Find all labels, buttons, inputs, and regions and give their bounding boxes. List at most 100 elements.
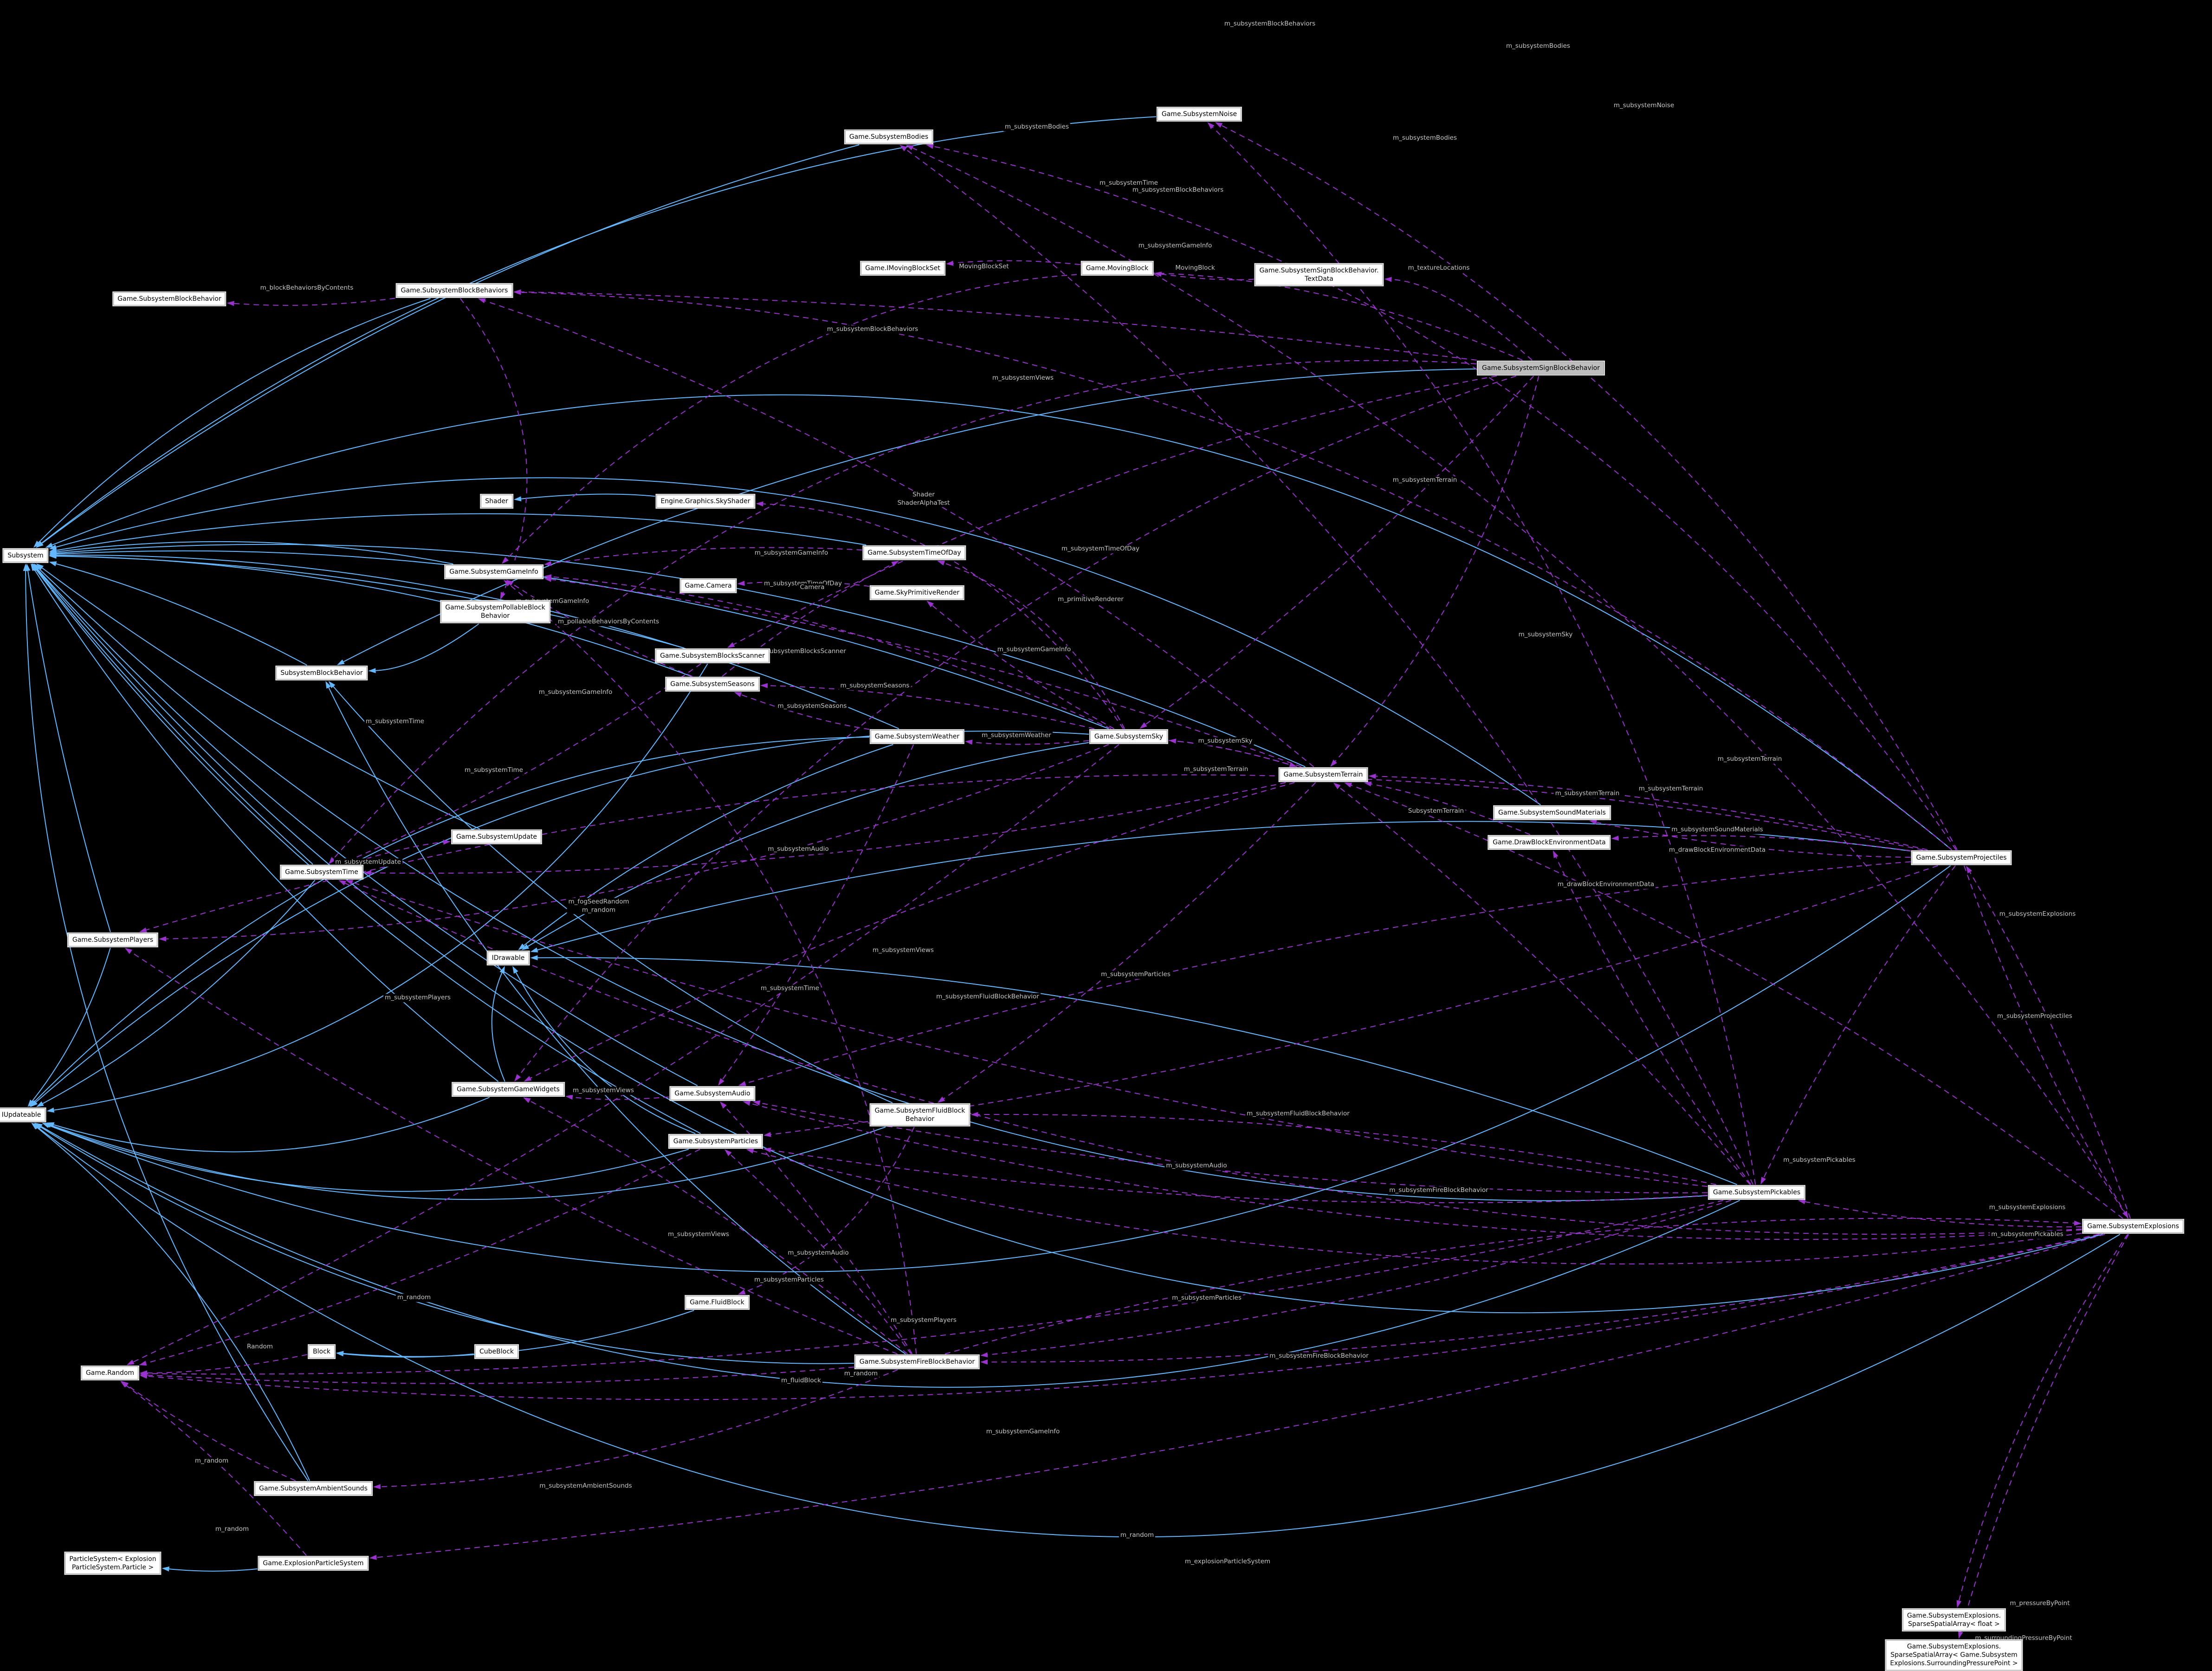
edge-explosionParticleSystem-random <box>126 1385 307 1556</box>
arrowhead-fireBlockBehavior-players <box>124 948 132 954</box>
node-fluidBlockBehavior[interactable]: Game.SubsystemFluidBlock Behavior <box>869 1103 970 1127</box>
node-subsystem[interactable]: Subsystem <box>2 548 49 563</box>
node-seasons[interactable]: Game.SubsystemSeasons <box>665 676 760 692</box>
node-soundMaterials[interactable]: Game.SubsystemSoundMaterials <box>1493 805 1611 821</box>
arrowhead-terrain-gameWidgets <box>524 1075 532 1082</box>
node-particleSystemExplosion[interactable]: ParticleSystem< Explosion ParticleSystem… <box>64 1551 162 1575</box>
edge-ambientSounds-subsystem <box>25 570 309 1481</box>
node-sparseFloat[interactable]: Game.SubsystemExplosions. SparseSpatialA… <box>1902 1608 2006 1632</box>
node-iUpdateable[interactable]: IUpdateable <box>0 1107 46 1123</box>
edge-blocksScanner-time <box>346 663 701 862</box>
node-sparseSurrounding[interactable]: Game.SubsystemExplosions. SparseSpatialA… <box>1885 1639 2023 1671</box>
node-terrain[interactable]: Game.SubsystemTerrain <box>1278 767 1368 783</box>
arrowhead-projectiles-soundMaterials <box>1589 819 1597 825</box>
node-players[interactable]: Game.SubsystemPlayers <box>67 932 159 948</box>
arrowhead-projectiles-players <box>139 927 147 933</box>
node-gameWidgets[interactable]: Game.SubsystemGameWidgets <box>452 1082 565 1097</box>
arrowhead-pickables-noise <box>1207 122 1215 130</box>
node-shader[interactable]: Shader <box>480 493 513 509</box>
node-noise[interactable]: Game.SubsystemNoise <box>1156 106 1242 122</box>
node-weather[interactable]: Game.SubsystemWeather <box>869 729 965 745</box>
edge-blocksScanner-subsystem <box>56 556 685 648</box>
edge-block-random <box>147 1354 308 1373</box>
arrowhead-pickables-terrain <box>1333 783 1341 790</box>
node-skyPrimitiveRender[interactable]: Game.SkyPrimitiveRender <box>869 585 965 601</box>
node-movingBlock[interactable]: Game.MovingBlock <box>1080 260 1154 276</box>
edge-sky-seasons <box>767 685 1094 729</box>
node-blockBehavior[interactable]: Game.SubsystemBlockBehavior <box>112 291 226 307</box>
edge-gameWidgets-iDrawable <box>491 972 505 1082</box>
node-projectiles[interactable]: Game.SubsystemProjectiles <box>1911 850 2012 866</box>
edge-terrain-time <box>371 782 1286 874</box>
node-skyShader[interactable]: Engine.Graphics.SkyShader <box>655 493 756 509</box>
edge-signBlockBehavior-blocksScanner <box>733 376 1497 645</box>
arrowhead-fireBlockBehavior-particles <box>724 1149 732 1156</box>
edge-fireBlockBehavior-players <box>130 951 898 1354</box>
edge-explosions-iUpdateable <box>37 1127 2121 1538</box>
edge-fireBlockBehavior-iUpdateable <box>40 1126 854 1364</box>
node-gameInfo[interactable]: Game.SubsystemGameInfo <box>444 564 543 580</box>
edge-signBlockBehavior-gameInfo <box>506 272 1523 559</box>
arrowhead-projectiles-explosions <box>2122 1211 2128 1218</box>
node-blockBehaviors[interactable]: Game.SubsystemBlockBehaviors <box>395 283 513 298</box>
arrowhead-pickables-drawBlockEnvData <box>1552 850 1559 858</box>
node-bodies[interactable]: Game.SubsystemBodies <box>844 129 934 145</box>
node-time[interactable]: Game.SubsystemTime <box>280 864 363 880</box>
arrowhead-sky-timeOfDay <box>937 561 945 566</box>
node-cubeBlock[interactable]: CubeBlock <box>474 1344 519 1360</box>
node-fireBlockBehavior[interactable]: Game.SubsystemFireBlockBehavior <box>854 1354 980 1370</box>
node-particles[interactable]: Game.SubsystemParticles <box>668 1133 763 1149</box>
node-explosions[interactable]: Game.SubsystemExplosions <box>2082 1218 2184 1234</box>
edge-projectiles-subsystem <box>52 394 1953 850</box>
node-pollable[interactable]: Game.SubsystemPollableBlock Behavior <box>440 600 550 624</box>
arrowhead-projectiles-drawBlockEnvData <box>1611 836 1619 841</box>
node-fluidBlock[interactable]: Game.FluidBlock <box>685 1295 750 1310</box>
edge-blocksScanner-iUpdateable <box>54 663 708 1111</box>
node-blockBehaviorBase[interactable]: SubsystemBlockBehavior <box>275 665 368 681</box>
arrowhead-terrain-fluidBlockBehavior <box>937 1096 945 1103</box>
edge-projectiles-drawBlockEnvData <box>1618 835 1911 851</box>
node-camera[interactable]: Game.Camera <box>679 578 737 594</box>
arrowhead-projectiles-terrain <box>1368 773 1376 779</box>
arrowhead-projectiles-noise <box>1215 122 1223 128</box>
node-blocksScanner[interactable]: Game.SubsystemBlocksScanner <box>655 648 770 664</box>
edge-pickables-drawBlockEnvData <box>1555 857 1752 1185</box>
edge-weather-seasons <box>741 694 870 730</box>
node-random[interactable]: Game.Random <box>80 1365 140 1381</box>
edge-pickables-iUpdateable <box>41 1126 1740 1388</box>
node-drawBlockEnvData[interactable]: Game.DrawBlockEnvironmentData <box>1488 835 1611 850</box>
edge-projectiles-players <box>146 774 1923 931</box>
edge-fireBlockBehavior-particles <box>730 1153 912 1354</box>
node-block[interactable]: Block <box>308 1344 336 1360</box>
edge-ambientSounds-random <box>127 1385 296 1481</box>
edge-players-iUpdateable <box>32 947 111 1102</box>
node-signBlockBehavior[interactable]: Game.SubsystemSignBlockBehavior <box>1477 360 1605 376</box>
edge-seasons-timeOfDay <box>722 563 893 677</box>
edge-weather-audio <box>722 744 914 1080</box>
edge-pickables-bodies <box>905 149 1754 1185</box>
edge-projectiles-bodies <box>933 146 1957 850</box>
edge-soundMaterials-subsystem <box>56 477 1541 805</box>
arrowhead-projectiles-iDrawable <box>530 947 538 952</box>
node-audio[interactable]: Game.SubsystemAudio <box>669 1086 756 1101</box>
arrowhead-blockBehaviors-subsystem <box>33 540 41 548</box>
node-iDrawable[interactable]: IDrawable <box>486 950 530 966</box>
node-timeOfDay[interactable]: Game.SubsystemTimeOfDay <box>862 545 966 561</box>
arrowhead-blocksScanner-time <box>340 859 348 864</box>
arrowhead-pollable-blockBehaviorBase <box>368 668 376 674</box>
arrowhead-audio-gameWidgets <box>565 1095 573 1100</box>
node-ambientSounds[interactable]: Game.SubsystemAmbientSounds <box>254 1481 373 1496</box>
node-iMovingBlockSet[interactable]: Game.IMovingBlockSet <box>860 260 945 276</box>
edge-fireBlockBehavior-gameWidgets <box>529 1100 908 1354</box>
node-explosionParticleSystem[interactable]: Game.ExplosionParticleSystem <box>258 1555 369 1571</box>
node-update[interactable]: Game.SubsystemUpdate <box>451 829 543 845</box>
node-signTextData[interactable]: Game.SubsystemSignBlockBehavior. TextDat… <box>1254 263 1384 287</box>
edge-terrain-sky <box>1176 740 1297 767</box>
node-sky[interactable]: Game.SubsystemSky <box>1089 729 1169 745</box>
node-pickables[interactable]: Game.SubsystemPickables <box>1708 1185 1806 1200</box>
arrowhead-projectiles-subsystem <box>45 543 53 548</box>
arrowhead-fireBlockBehavior-gameWidgets <box>523 1097 531 1103</box>
arrowhead-blockBehaviors-pollable <box>500 592 505 600</box>
arrowhead-projectiles-particles <box>763 1132 771 1137</box>
